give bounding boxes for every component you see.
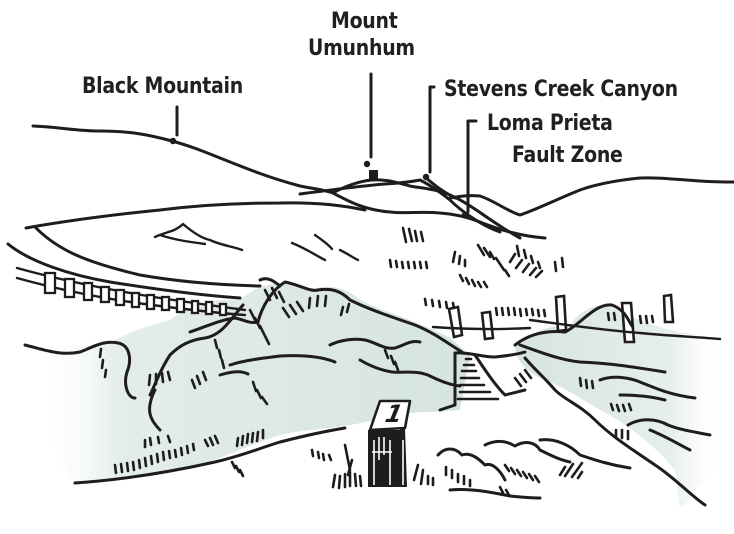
label-loma-prieta-line2: Fault Zone: [512, 143, 623, 168]
label-mount-umunhum-line2: Umunhum: [308, 36, 415, 61]
trail-steps: [438, 350, 527, 412]
trail-edge: [528, 318, 722, 341]
foreground-grass: [436, 438, 632, 500]
label-leaders: [169, 72, 478, 219]
shaded-hills-left: [40, 283, 470, 482]
label-loma-prieta-line1: Loma Prieta: [487, 111, 613, 136]
fence-wire: [431, 325, 532, 331]
road-guardrail: [15, 266, 247, 317]
shrub-outlines-left: [23, 277, 464, 485]
ridge-lines: [31, 124, 734, 240]
label-mount-umunhum-line1: Mount: [331, 9, 398, 34]
shaded-hills-right: [515, 305, 725, 508]
label-stevens-creek-canyon: Stevens Creek Canyon: [444, 77, 678, 102]
trail-marker-post: [368, 399, 412, 487]
valley-lines: [6, 201, 367, 300]
foreground-grass-hatching: [310, 443, 584, 497]
hillside-hatching: [388, 226, 655, 325]
shrub-hatching: [98, 286, 633, 478]
label-black-mountain: Black Mountain: [82, 74, 243, 99]
shrub-outlines-right: [513, 303, 712, 507]
